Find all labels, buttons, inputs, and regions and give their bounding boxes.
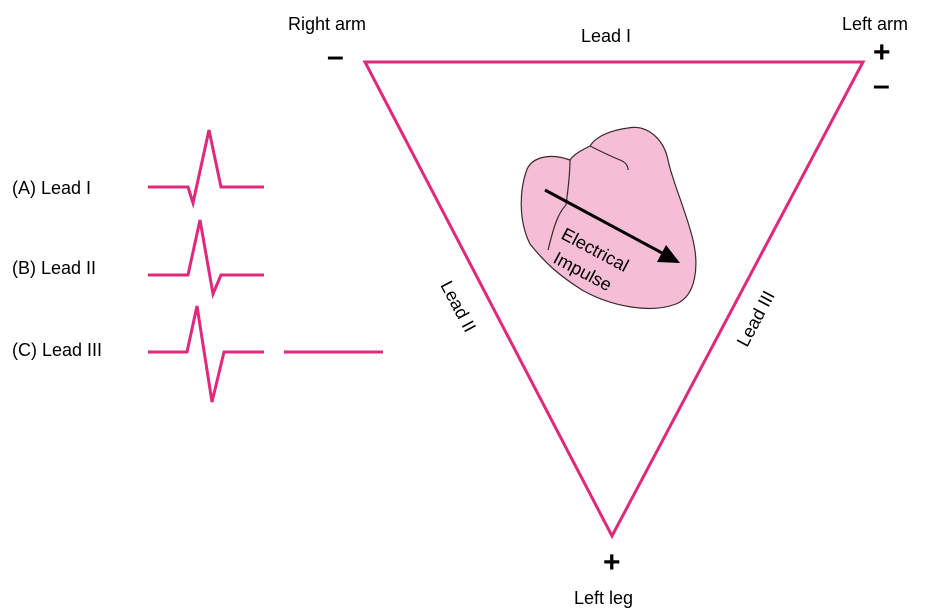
heart-shape <box>520 126 697 309</box>
left-arm-plus-sign: + <box>873 36 891 69</box>
trace-a-waveform <box>148 129 264 209</box>
trace-a-label: (A) Lead I <box>12 178 91 198</box>
left-arm-label: Left arm <box>842 14 908 34</box>
heart-illustration: Electrical Impulse <box>520 126 697 309</box>
trace-b-label: (B) Lead II <box>12 258 96 278</box>
left-leg-plus-sign: + <box>603 546 621 579</box>
impulse-arrow-line <box>544 188 665 256</box>
trace-c-label: (C) Lead III <box>12 340 102 360</box>
impulse-arrowhead <box>657 245 680 263</box>
lead-ii-label: Lead II <box>436 277 480 335</box>
right-arm-label: Right arm <box>288 14 366 34</box>
left-arm-minus-sign: – <box>873 69 890 102</box>
right-arm-minus-sign: – <box>327 40 344 73</box>
trace-b-waveform <box>148 219 264 300</box>
trace-c-waveform <box>148 305 264 403</box>
left-leg-label: Left leg <box>574 588 633 608</box>
lead-i-label: Lead I <box>581 26 631 46</box>
heart-vessel-lines <box>547 145 629 251</box>
lead-triangle <box>362 60 866 540</box>
